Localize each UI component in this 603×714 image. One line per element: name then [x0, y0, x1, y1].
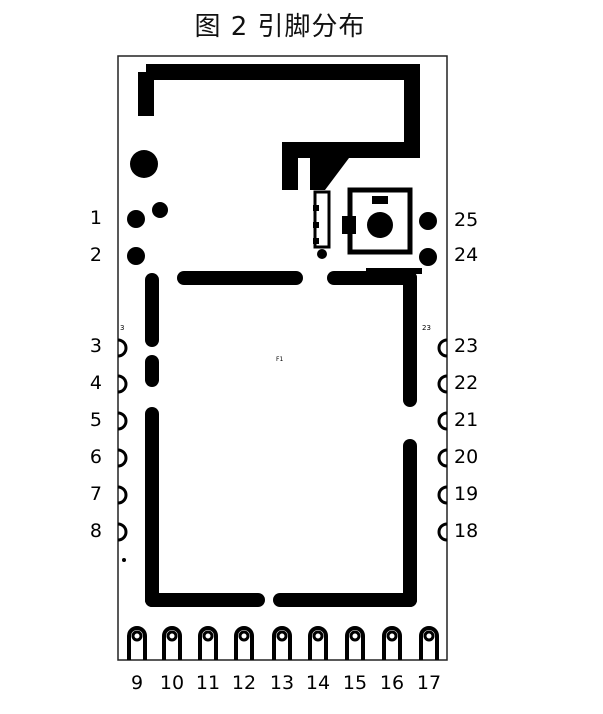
smd-component [313, 238, 319, 244]
pin-label-23: 23 [454, 335, 479, 357]
bottom-castellated-pads [127, 626, 439, 660]
pin-label-5: 5 [89, 409, 102, 431]
pin-label-24: 24 [454, 244, 479, 266]
antenna-feed [310, 150, 355, 190]
pad-13 [272, 626, 292, 660]
pad-15 [345, 626, 365, 660]
pin-label-8: 8 [89, 520, 102, 542]
pin-label-19: 19 [454, 483, 479, 505]
pin-label-15: 15 [342, 672, 368, 694]
figure-title: 图 2 引脚分布 [194, 12, 366, 42]
pad-16 [382, 626, 402, 660]
crystal-pad [367, 212, 393, 238]
pad-24 [419, 248, 437, 266]
crystal-pad [342, 216, 356, 234]
silk-pin23: 23 [422, 324, 431, 332]
pin-label-17: 17 [416, 672, 442, 694]
pad-1 [127, 210, 145, 228]
silk-pin3: 3 [120, 324, 124, 332]
component-dot [130, 150, 158, 178]
pin-label-14: 14 [305, 672, 331, 694]
pad-11 [198, 626, 218, 660]
pin-label-22: 22 [454, 372, 479, 394]
pad-14 [308, 626, 328, 660]
pin-label-21: 21 [454, 409, 479, 431]
pin-label-25: 25 [454, 209, 479, 231]
smd-component [313, 205, 319, 211]
antenna-trace [138, 64, 420, 190]
smd-component [313, 222, 319, 228]
pin-label-16: 16 [379, 672, 405, 694]
pad-10 [162, 626, 182, 660]
pad-12 [234, 626, 254, 660]
pin-label-4: 4 [89, 372, 102, 394]
pad-17 [419, 626, 439, 660]
shield-outline [145, 271, 417, 607]
right-castellated-pads [437, 338, 448, 542]
pin-label-18: 18 [454, 520, 479, 542]
pin-label-12: 12 [231, 672, 257, 694]
pin-label-20: 20 [454, 446, 479, 468]
left-castellated-pads [117, 338, 128, 542]
pin-label-11: 11 [195, 672, 221, 694]
smd-component [313, 190, 331, 249]
crystal-pad [372, 196, 388, 204]
component-dot [152, 202, 168, 218]
pad-25 [419, 212, 437, 230]
pin-label-2: 2 [89, 244, 102, 266]
pin-label-6: 6 [89, 446, 102, 468]
silk-center: F1 [276, 356, 283, 363]
silk-dot [122, 558, 126, 562]
pin-label-9: 9 [130, 672, 144, 694]
component-dot [317, 249, 327, 259]
pin-label-10: 10 [159, 672, 185, 694]
pad-2 [127, 247, 145, 265]
pin-label-1: 1 [89, 207, 102, 229]
pin-label-13: 13 [269, 672, 295, 694]
board-outline [117, 55, 448, 661]
pin-label-7: 7 [89, 483, 102, 505]
pad-9 [127, 626, 147, 660]
pin-label-3: 3 [89, 335, 102, 357]
